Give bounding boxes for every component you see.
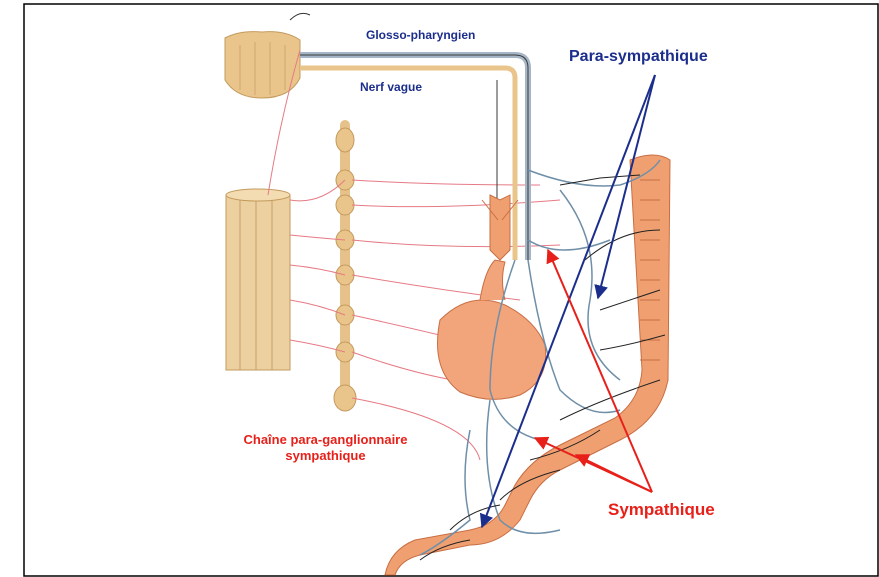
heart (438, 260, 546, 399)
chain-label: Chaîne para-ganglionnaire sympathique (228, 432, 423, 464)
sympathetic-chain (334, 125, 356, 411)
spinal-cord (226, 189, 290, 370)
glossopharyngeal-label: Glosso-pharyngien (366, 28, 475, 42)
brainstem-section (225, 32, 300, 98)
parasympathetic-label: Para-sympathique (569, 48, 708, 66)
symp-arrow-lower (576, 455, 652, 492)
chain-label-line1: Chaîne para-ganglionnaire (228, 432, 423, 448)
vagus-nerve-label: Nerf vague (360, 80, 422, 94)
slide-border (24, 4, 878, 576)
sympathetic-label: Sympathique (608, 500, 715, 520)
chain-label-line2: sympathique (228, 448, 423, 464)
